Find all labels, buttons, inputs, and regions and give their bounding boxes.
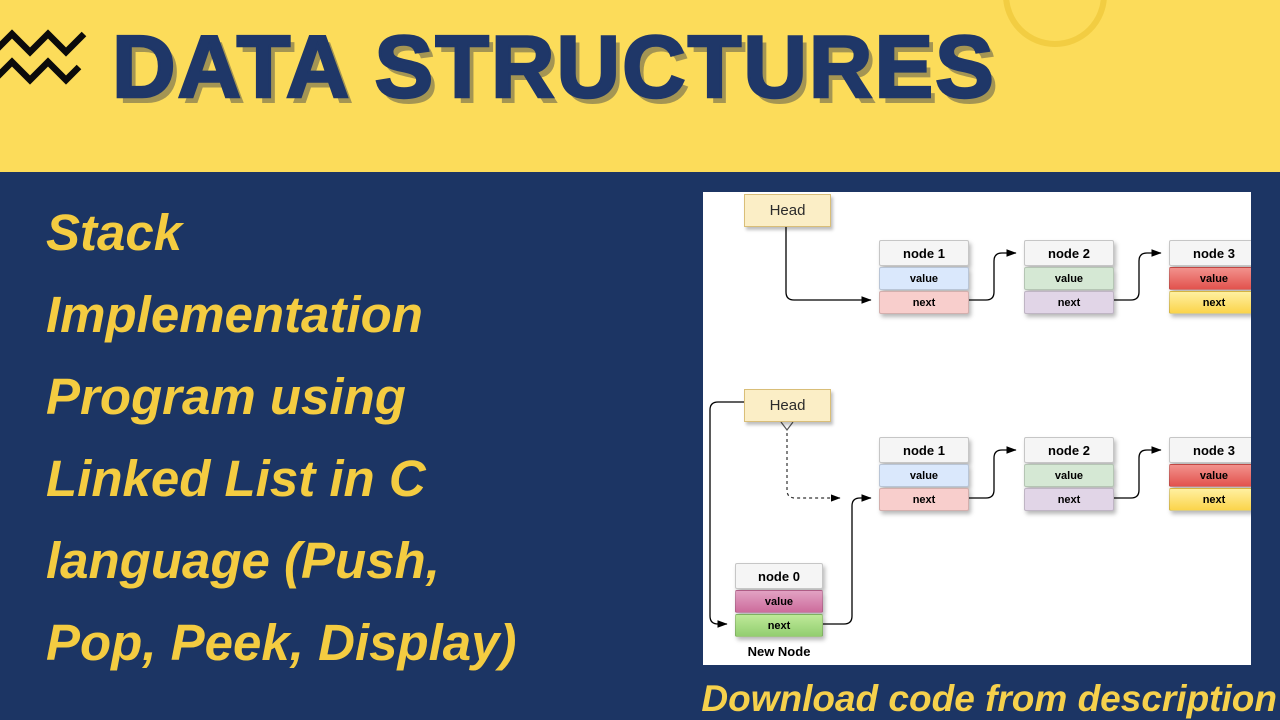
node-title: node 1 xyxy=(879,240,969,266)
headline-line: language (Push, xyxy=(46,532,440,589)
head-pointer-box: Head xyxy=(744,389,831,422)
node-value-row: value xyxy=(879,464,969,487)
node-title: node 3 xyxy=(1169,437,1251,463)
header-band: DATA STRUCTURES xyxy=(0,0,1280,172)
node-next-row: next xyxy=(1024,488,1114,511)
node-box: node 3 value next xyxy=(1169,240,1251,314)
new-node-caption: New Node xyxy=(747,644,811,659)
node-box: node 2 value next xyxy=(1024,240,1114,314)
headline-line: Program using xyxy=(46,368,406,425)
headline: Stack Implementation Program using Linke… xyxy=(46,192,517,684)
node-box: node 2 value next xyxy=(1024,437,1114,511)
node-value-row: value xyxy=(735,590,823,613)
node-box: node 1 value next xyxy=(879,240,969,314)
headline-line: Implementation xyxy=(46,286,423,343)
page-title: DATA STRUCTURES xyxy=(111,16,996,118)
headline-line: Linked List in C xyxy=(46,450,426,507)
head-pointer-box: Head xyxy=(744,194,831,227)
node-value-row: value xyxy=(1024,267,1114,290)
download-note: Download code from description xyxy=(701,678,1277,719)
node-title: node 1 xyxy=(879,437,969,463)
node-title: node 3 xyxy=(1169,240,1251,266)
node-value-row: value xyxy=(1024,464,1114,487)
node-next-row: next xyxy=(1169,488,1251,511)
headline-line: Stack xyxy=(46,204,183,261)
node-title: node 2 xyxy=(1024,437,1114,463)
node-value-row: value xyxy=(879,267,969,290)
zigzag-icon xyxy=(0,29,87,85)
node-box: node 3 value next xyxy=(1169,437,1251,511)
node-next-row: next xyxy=(1169,291,1251,314)
node-value-row: value xyxy=(1169,267,1251,290)
node-title: node 2 xyxy=(1024,240,1114,266)
node-next-row: next xyxy=(879,291,969,314)
headline-line: Pop, Peek, Display) xyxy=(46,614,517,671)
node-title: node 0 xyxy=(735,563,823,589)
node-next-row: next xyxy=(879,488,969,511)
node-value-row: value xyxy=(1169,464,1251,487)
node-box: node 1 value next xyxy=(879,437,969,511)
node-next-row: next xyxy=(1024,291,1114,314)
new-node-box: node 0 value next xyxy=(735,563,823,637)
linked-list-diagram: Head node 1 value next node 2 value next… xyxy=(703,192,1251,665)
node-next-row: next xyxy=(735,614,823,637)
